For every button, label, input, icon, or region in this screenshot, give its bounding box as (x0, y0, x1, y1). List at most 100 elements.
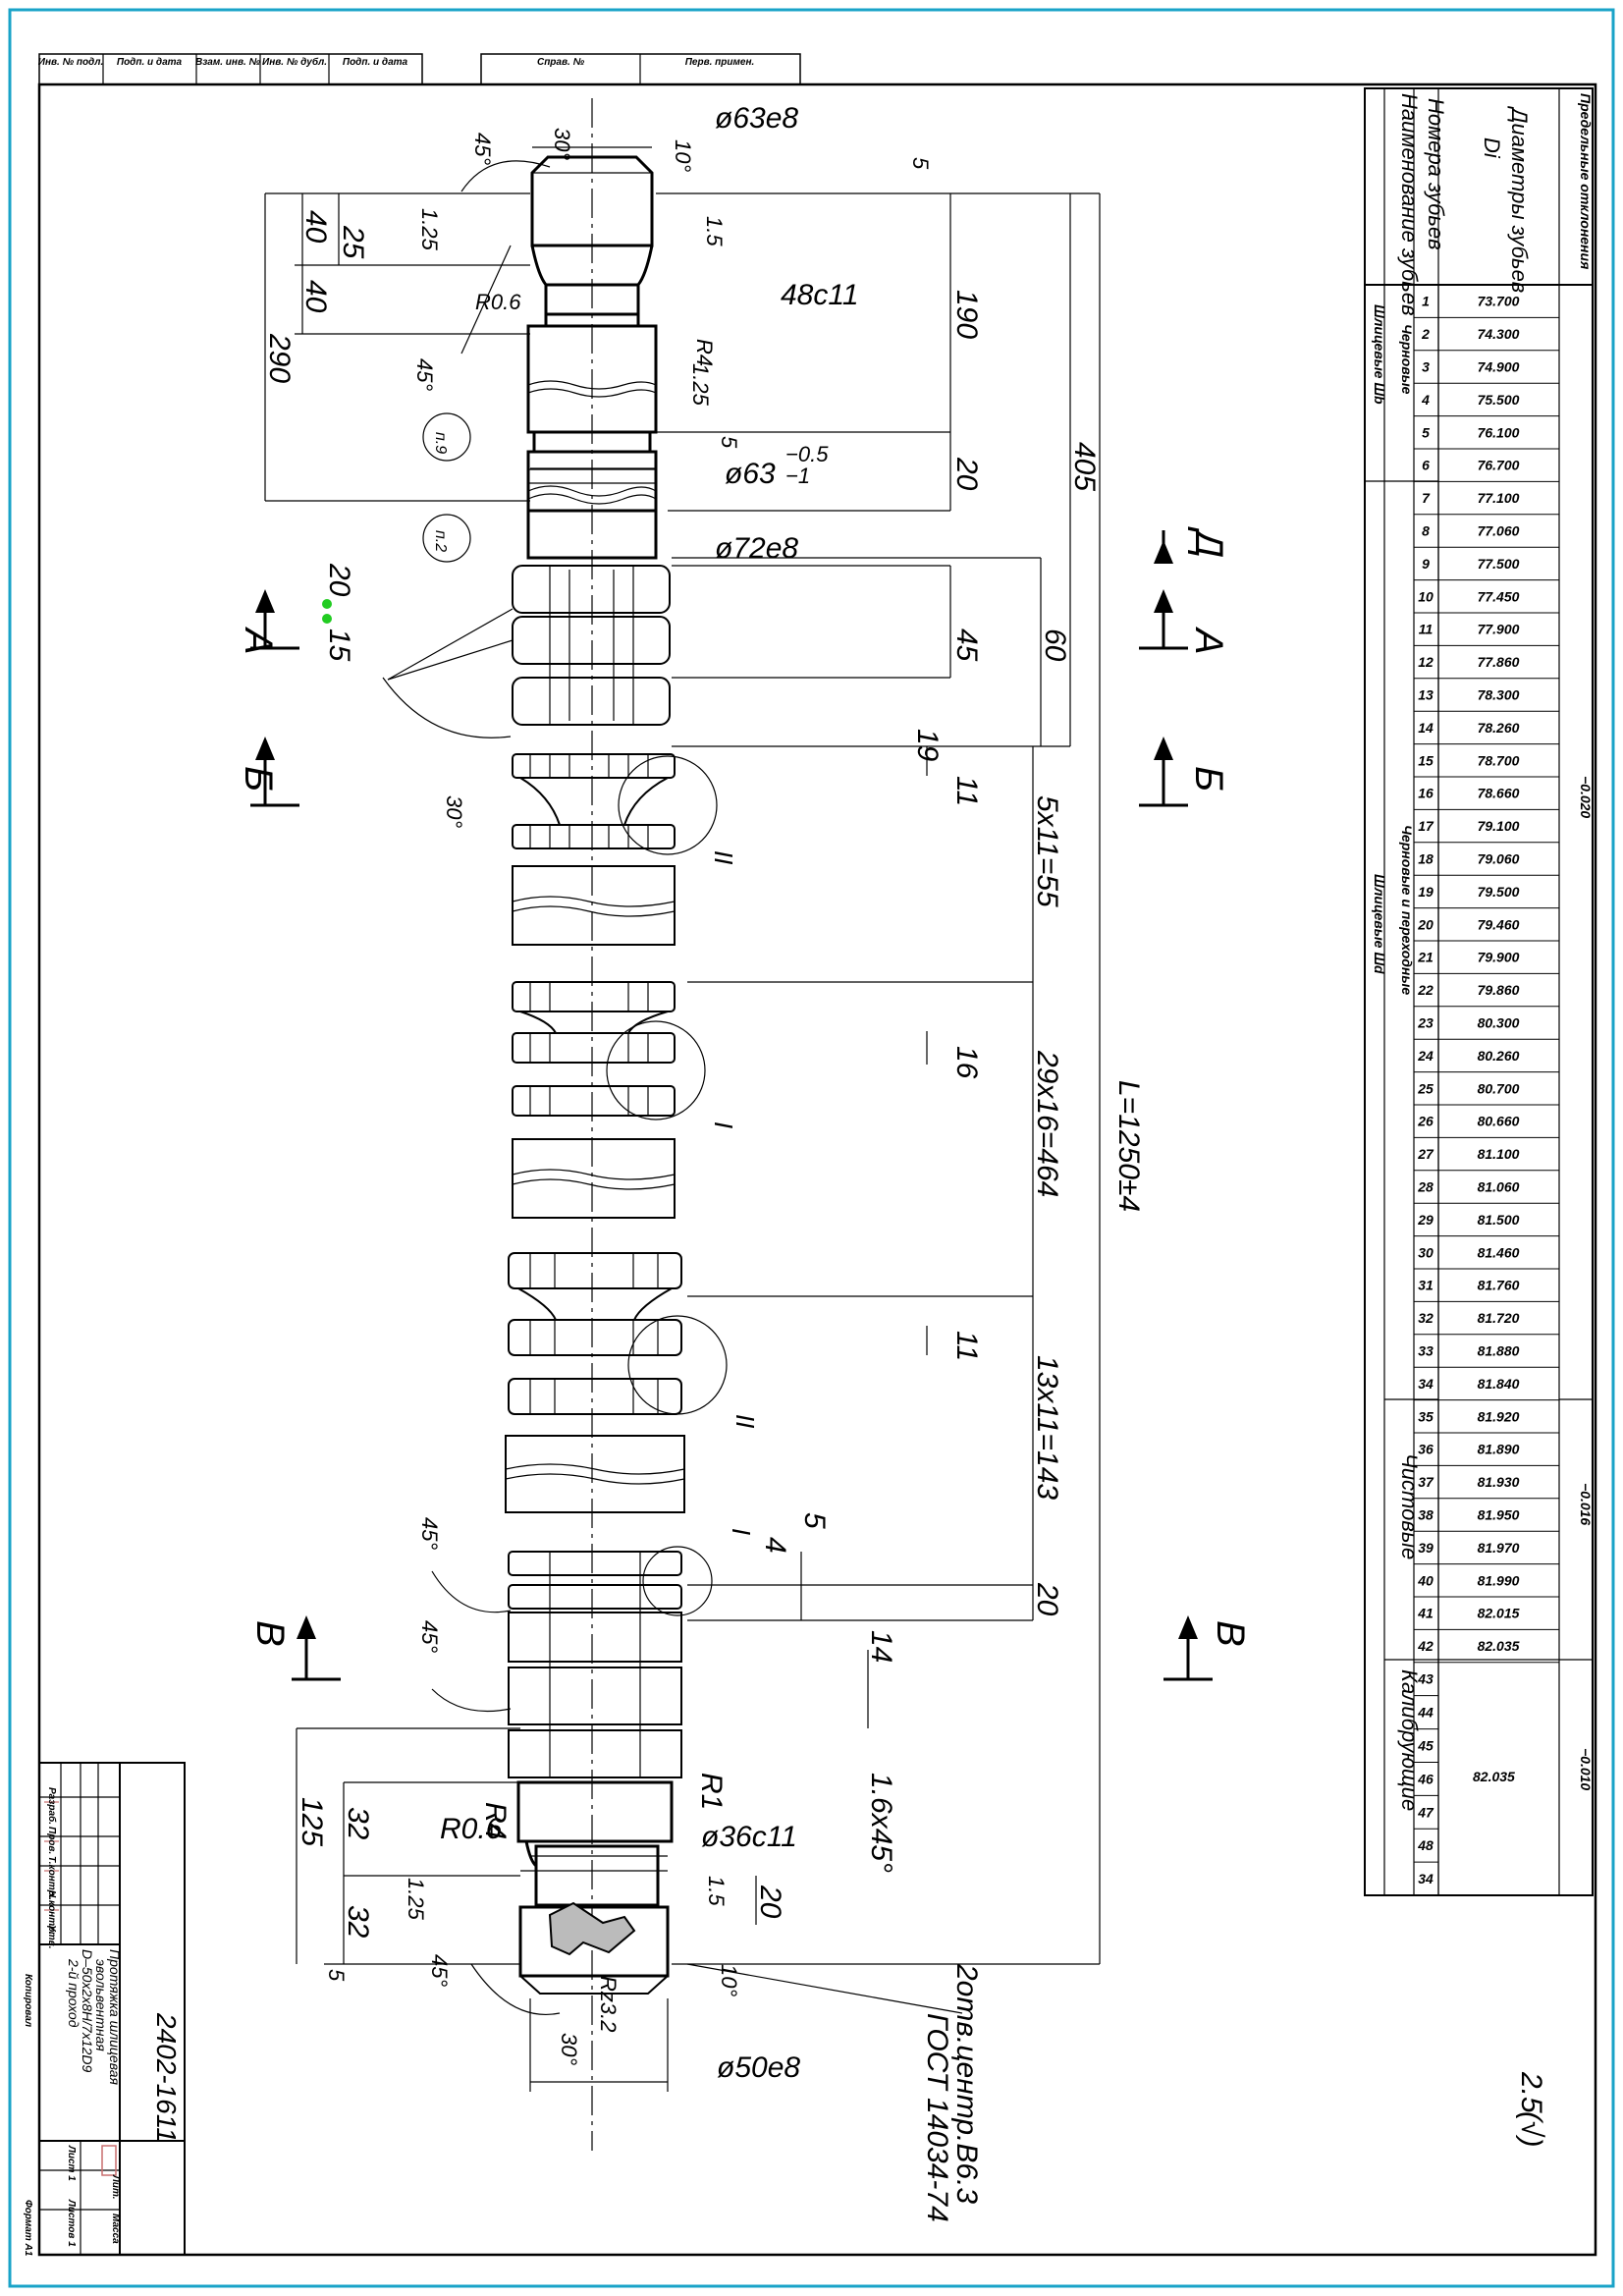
dim-chamfer: 1.6x45° (865, 1773, 897, 1873)
group-spline1: Шлицевые Шb (1372, 304, 1387, 405)
angle-45-b: 45° (412, 358, 437, 391)
table-tooth-number: 13 (1418, 687, 1434, 703)
dimension-lines (264, 146, 1101, 2092)
table-tooth-number: 21 (1417, 950, 1434, 965)
dim-13x11: 13x11=143 (1031, 1355, 1063, 1500)
table-tooth-number: 34 (1418, 1376, 1434, 1392)
table-h-number: Номера зубьев (1424, 98, 1448, 250)
rough-5b: 5 (717, 436, 741, 449)
tb-sheets: Листов 1 (66, 2199, 77, 2247)
table-tooth-number: 35 (1418, 1408, 1434, 1424)
teeth-group (505, 565, 685, 1778)
drawing-frame (37, 82, 1597, 2257)
dim-40a: 40 (299, 210, 332, 244)
table-tooth-diameter: 81.890 (1478, 1442, 1520, 1457)
dim-190: 190 (950, 290, 983, 339)
detail-callouts (382, 160, 728, 2015)
copied-label: Копировал (23, 1974, 33, 2028)
table-tooth-diameter: 73.700 (1478, 294, 1520, 309)
table-h-name: Наименование зубьев (1397, 93, 1422, 316)
title-line-2: эвольвентная (93, 1959, 109, 2051)
table-tooth-diameter: 81.880 (1478, 1343, 1520, 1359)
tb-role-4: Н.контр. (46, 1890, 57, 1935)
dim-125: 125 (296, 1797, 328, 1846)
dim-v125c: 1.25 (404, 1878, 428, 1921)
table-tooth-number: 8 (1422, 523, 1430, 539)
table-tooth-diameter: 80.660 (1478, 1114, 1520, 1129)
table-h-diam: Диаметры зубьев (1507, 105, 1532, 293)
angle-45-a: 45° (470, 133, 495, 165)
note-p9: п.9 (432, 432, 449, 454)
table-tooth-number: 40 (1417, 1572, 1434, 1588)
table-tooth-diameter: 77.060 (1478, 523, 1520, 539)
center-holes-note-1: 2отв.центр.В6.3 (950, 1963, 983, 2204)
dim-32b: 32 (342, 1905, 374, 1939)
table-tooth-diameter: 76.700 (1478, 458, 1520, 473)
dim-total-length: L=1250±4 (1112, 1080, 1145, 1212)
section-markers (250, 530, 1213, 1681)
broach-body (526, 155, 658, 560)
angle-10-a: 10° (671, 139, 695, 172)
calib-diam: 82.035 (1473, 1769, 1515, 1784)
table-tooth-number: 4 (1421, 392, 1430, 408)
dim-d-rear-neck: ø36c11 (701, 1821, 797, 1853)
table-tooth-number: 39 (1418, 1540, 1434, 1556)
table-tooth-diameter: 81.920 (1478, 1408, 1520, 1424)
tb-sheet: Лист 1 (66, 2145, 77, 2181)
dim-v125a: 1.25 (417, 208, 442, 251)
dim-v15a: 1.5 (702, 216, 727, 246)
dim-20b: 20 (1031, 1582, 1063, 1616)
dim-20d: 20 (323, 563, 355, 597)
table-tooth-number: 20 (1417, 916, 1434, 932)
title-line-1: Протяжка шлицевая (107, 1949, 123, 2085)
table-tooth-diameter: 81.060 (1478, 1179, 1520, 1195)
table-tooth-number: 33 (1418, 1343, 1434, 1359)
tb-role-2: Пров. (46, 1827, 57, 1854)
stamp-podp-data-2: Подп. и дата (343, 57, 408, 68)
tooth-block-2 (512, 753, 676, 1219)
tb-lit: Лит. (110, 2174, 121, 2200)
dim-r06a: R0.6 (475, 290, 521, 314)
table-h-dev: Предельные отклонения (1578, 93, 1594, 269)
stamp-vzam-inv: Взам. инв. № (195, 57, 261, 68)
dim-5x11: 5x11=55 (1031, 795, 1063, 907)
table-tooth-number: 36 (1418, 1442, 1434, 1457)
table-tooth-diameter: 81.930 (1478, 1474, 1520, 1490)
dev-3: −0.010 (1578, 1748, 1594, 1790)
angle-30-c: 30° (557, 2033, 581, 2065)
dim-r4a: R4 (692, 339, 717, 366)
section-b-right: Б (1187, 766, 1230, 792)
table-tooth-diameter: 74.300 (1478, 326, 1520, 342)
table-tooth-number: 6 (1422, 458, 1430, 473)
table-tooth-number: 43 (1417, 1671, 1434, 1687)
table-tooth-diameter: 79.060 (1478, 851, 1520, 867)
group-calib: Калибрующие (1397, 1669, 1422, 1811)
center-holes-note-2: ГОСТ 14034-74 (921, 2013, 953, 2222)
angle-30-b: 30° (442, 795, 466, 828)
tb-mass: Масса (110, 2214, 121, 2244)
stamp-inv-dubl: Инв. № дубл. (262, 56, 327, 68)
table-tooth-diameter: 77.900 (1478, 622, 1520, 637)
table-tooth-number: 45 (1417, 1738, 1434, 1754)
section-d: Д (1187, 526, 1230, 558)
table-tooth-diameter: 81.840 (1478, 1376, 1520, 1392)
table-tooth-number: 15 (1418, 752, 1434, 768)
dev-2: −0.016 (1578, 1483, 1594, 1525)
dim-r4b: R4 (479, 1802, 512, 1839)
dim-405: 405 (1068, 442, 1101, 491)
title-line-4: 2-й проход (66, 1958, 81, 2028)
detail-ii-b: II (730, 1414, 760, 1428)
title-line-3: D–50x2x8H/7x12D9 (80, 1949, 95, 2073)
rough-general-paren: (√) (1515, 2111, 1547, 2147)
title-block: 2402-1611 Протяжка шлицевая эвольвентная… (23, 1762, 186, 2257)
table-tooth-number: 7 (1422, 490, 1431, 506)
table-tooth-number: 48 (1417, 1837, 1434, 1853)
table-tooth-diameter: 77.100 (1478, 490, 1520, 506)
dim-20c: 20 (754, 1885, 786, 1919)
table-h-diam-sym: Di (1480, 137, 1504, 159)
drawing-number: 2402-1611 (151, 2012, 182, 2143)
table-tooth-number: 26 (1417, 1114, 1434, 1129)
dim-5: 5 (798, 1512, 831, 1529)
table-tooth-number: 41 (1417, 1606, 1434, 1621)
